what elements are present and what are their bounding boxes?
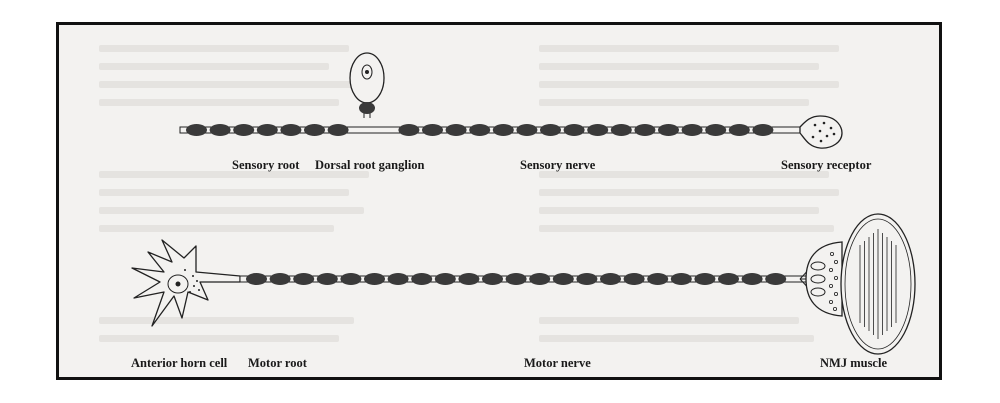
sensory-axon	[179, 124, 801, 136]
myelin-segment	[529, 273, 551, 285]
anterior-horn-cell-icon	[131, 239, 241, 327]
myelin-segment	[634, 124, 656, 136]
sensory-myelin-segments	[186, 124, 774, 136]
myelin-segment	[316, 273, 338, 285]
myelin-segment	[670, 273, 692, 285]
myelin-segment	[246, 273, 267, 285]
myelin-segment	[398, 124, 420, 136]
sensory-receptor-icon	[799, 115, 843, 149]
ganglion-icon	[349, 52, 385, 118]
myelin-segment	[600, 273, 621, 285]
myelin-segment	[576, 273, 598, 285]
myelin-segment	[752, 124, 774, 136]
myelin-segment	[469, 124, 491, 136]
myelin-segment	[422, 124, 443, 136]
myelin-segment	[540, 124, 561, 136]
myelin-segment	[482, 273, 503, 285]
motor-axon	[239, 273, 811, 285]
diagram-frame	[56, 22, 942, 380]
myelin-segment	[658, 124, 679, 136]
sensory-root-label: Sensory root	[232, 158, 300, 172]
motor-root-label: Motor root	[248, 356, 307, 370]
myelin-segment	[587, 124, 609, 136]
myelin-segment	[340, 273, 362, 285]
myelin-segment	[516, 124, 538, 136]
myelin-segment	[293, 273, 315, 285]
neuromuscular-junction-icon	[799, 241, 843, 317]
sensory-receptor-label: Sensory receptor	[781, 158, 872, 172]
nmj-muscle-label: NMJ muscle	[820, 356, 887, 370]
myelin-segment	[492, 124, 514, 136]
myelin-segment	[610, 124, 632, 136]
myelin-segment	[458, 273, 480, 285]
myelin-segment	[728, 124, 750, 136]
myelin-segment	[280, 124, 302, 136]
myelin-segment	[327, 124, 349, 136]
sensory-nerve-label: Sensory nerve	[520, 158, 596, 172]
anterior-horn-cell-label: Anterior horn cell	[131, 356, 228, 370]
myelin-segment	[209, 124, 231, 136]
myelin-segment	[623, 273, 645, 285]
dorsal-root-ganglion-label: Dorsal root ganglion	[315, 158, 425, 172]
muscle-icon	[840, 213, 916, 355]
myelin-segment	[269, 273, 291, 285]
myelin-segment	[387, 273, 409, 285]
myelin-segment	[563, 124, 585, 136]
myelin-segment	[741, 273, 763, 285]
myelin-segment	[681, 124, 703, 136]
myelin-segment	[718, 273, 739, 285]
myelin-segment	[694, 273, 716, 285]
myelin-segment	[186, 124, 207, 136]
myelin-segment	[552, 273, 574, 285]
myelin-segment	[505, 273, 527, 285]
motor-myelin-segments	[246, 273, 787, 285]
myelin-segment	[256, 124, 278, 136]
myelin-segment	[411, 273, 433, 285]
myelin-segment	[765, 273, 787, 285]
myelin-segment	[705, 124, 727, 136]
motor-nerve-label: Motor nerve	[524, 356, 591, 370]
myelin-segment	[647, 273, 669, 285]
myelin-segment	[233, 124, 255, 136]
myelin-segment	[364, 273, 385, 285]
myelin-segment	[434, 273, 456, 285]
myelin-segment	[445, 124, 467, 136]
myelin-segment	[304, 124, 325, 136]
